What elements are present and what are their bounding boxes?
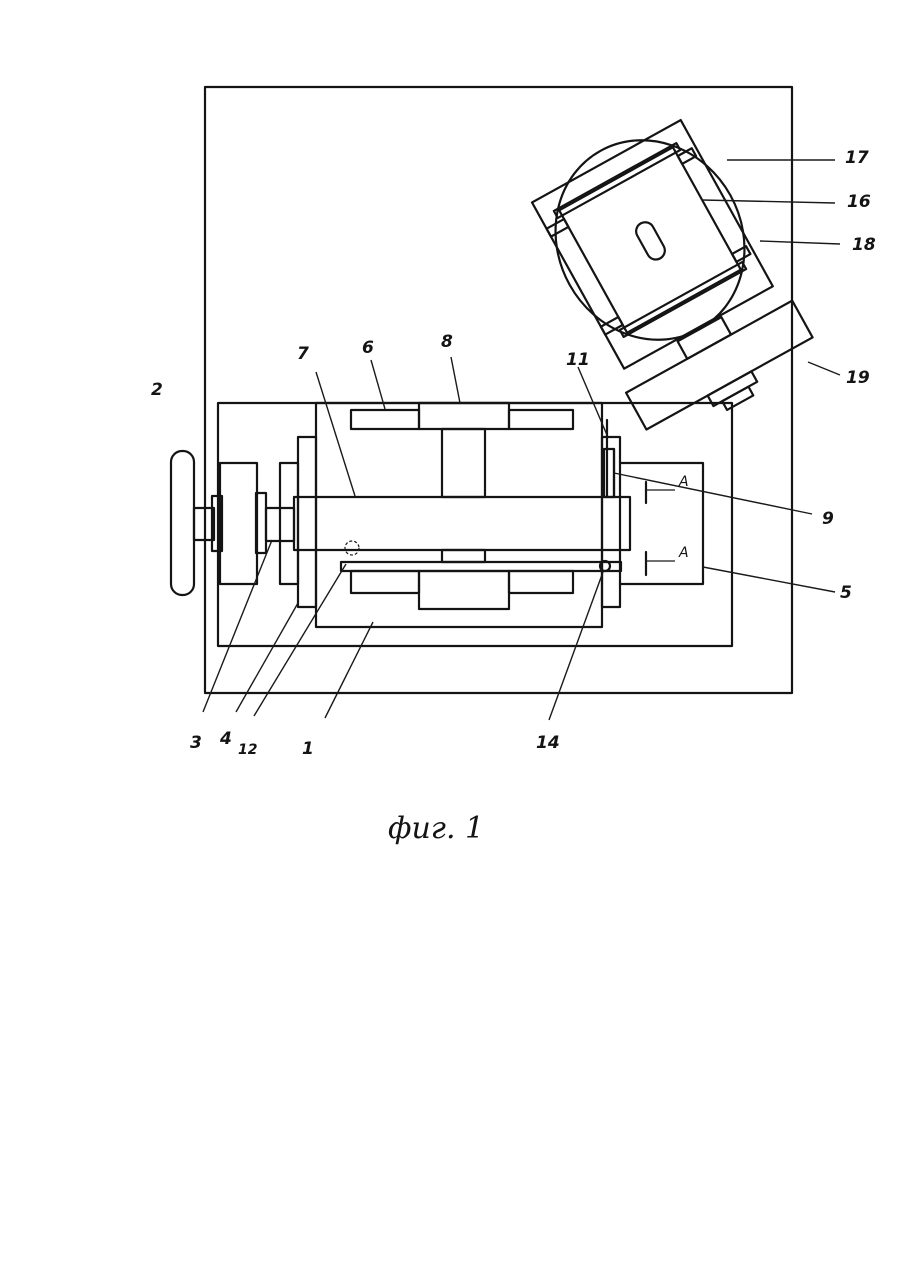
- label-14: 14: [536, 733, 560, 753]
- motor-bolt-top-left: [547, 219, 569, 237]
- label-4: 4: [219, 729, 232, 749]
- label-17: 17: [845, 148, 869, 168]
- pulley-nut: [722, 387, 753, 410]
- leader-6: [371, 360, 385, 409]
- upper-block-center: [419, 403, 509, 429]
- upper-block-right: [509, 410, 573, 429]
- label-9: 9: [822, 509, 834, 529]
- label-18: 18: [852, 235, 876, 255]
- leader-19: [808, 362, 840, 375]
- label-7: 7: [297, 344, 309, 364]
- label-8: 8: [441, 332, 453, 352]
- motor-body-16: [520, 106, 780, 374]
- bearing-flange-outer: [280, 463, 298, 584]
- label-12: 12: [238, 742, 257, 758]
- base-plate: [205, 87, 792, 693]
- figure-caption: фиг. 1: [388, 811, 484, 846]
- leader-16: [702, 200, 835, 203]
- main-shaft: [294, 497, 630, 550]
- leader-9: [614, 473, 812, 514]
- guide-bar: [341, 562, 621, 571]
- section-label-bottom: A: [678, 545, 689, 561]
- leader-1: [325, 622, 373, 718]
- label-5: 5: [840, 583, 852, 603]
- label-19: 19: [846, 368, 870, 388]
- upper-column: [442, 429, 485, 497]
- coupling-disc: [220, 463, 257, 584]
- leader-5: [703, 567, 835, 592]
- pin-12: [345, 541, 359, 555]
- lower-block-center: [419, 571, 509, 609]
- label-6: 6: [362, 338, 374, 358]
- leader-18: [760, 241, 840, 244]
- lower-block-left: [351, 571, 419, 593]
- lower-block-right: [509, 571, 573, 593]
- label-2: 2: [151, 380, 163, 400]
- leader-3: [203, 540, 272, 712]
- motor-bolt-bottom-right: [732, 246, 750, 262]
- section-frame: [620, 463, 703, 584]
- label-1: 1: [302, 739, 314, 759]
- motor-assembly: [517, 105, 823, 449]
- leader-7: [316, 372, 355, 496]
- leader-8: [451, 357, 460, 403]
- motor-housing: [559, 147, 741, 332]
- bearing-flange-inner: [298, 437, 316, 607]
- motor-slot: [633, 219, 668, 263]
- handwheel: [171, 451, 194, 595]
- leader-11: [578, 367, 607, 435]
- label-11: 11: [566, 350, 590, 370]
- upper-block-left: [351, 410, 419, 429]
- label-16: 16: [847, 192, 871, 212]
- plate-11: [604, 449, 614, 497]
- label-3: 3: [190, 733, 202, 753]
- lower-column: [442, 550, 485, 562]
